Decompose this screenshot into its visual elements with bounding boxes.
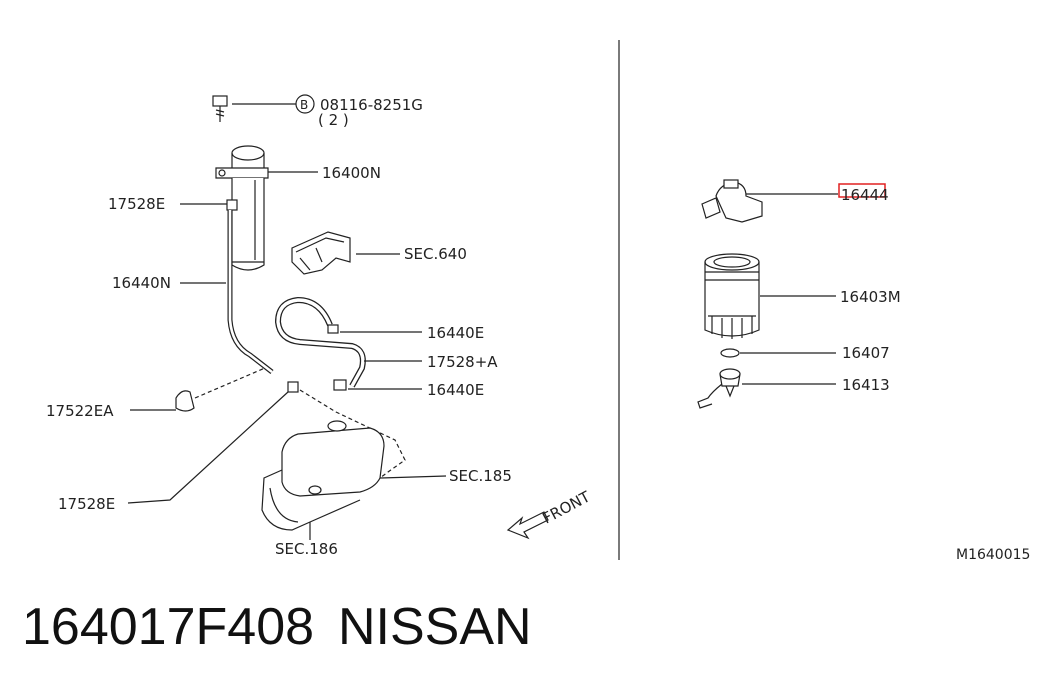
- front-label: FRONT: [539, 487, 593, 527]
- callout-labels: B 08116-8251G ( 2 ) 16400N 17528E 16440N…: [46, 96, 1030, 563]
- highlight-box: [838, 183, 886, 198]
- clamp-icon: [175, 390, 195, 412]
- part-number: 164017F408: [22, 598, 315, 656]
- bolt-symbol: B: [300, 98, 308, 112]
- clip-icon: [226, 199, 238, 211]
- callout-16440E-a: 16440E: [427, 324, 484, 342]
- callout-SEC640: SEC.640: [404, 245, 467, 263]
- callout-17528E-top: 17528E: [108, 195, 165, 213]
- callout-16407: 16407: [842, 344, 890, 362]
- callout-17528A: 17528+A: [427, 353, 498, 371]
- front-arrow-icon: [506, 511, 549, 540]
- callout-16444: 16444: [841, 186, 889, 204]
- fuel-tank-icon: [261, 420, 385, 531]
- callout-16403M: 16403M: [840, 288, 901, 306]
- bolt-symbol-circle: [295, 94, 315, 114]
- bolt-part-number: 08116-8251G: [320, 96, 423, 114]
- callout-SEC185: SEC.185: [449, 467, 512, 485]
- callout-17528E-bottom: 17528E: [58, 495, 115, 513]
- sensor-icon: [697, 368, 741, 409]
- pump-head-icon: [701, 179, 763, 223]
- filter-cartridge-icon: [704, 253, 760, 339]
- callout-16400N: 16400N: [322, 164, 381, 182]
- diagram-code: M1640015: [956, 547, 1030, 563]
- callout-16440N: 16440N: [112, 274, 171, 292]
- bracket-icon: [291, 231, 351, 275]
- clip-icon: [287, 381, 299, 393]
- bolt-quantity: ( 2 ): [318, 111, 349, 129]
- callout-SEC186: SEC.186: [275, 540, 338, 558]
- callout-16413: 16413: [842, 376, 890, 394]
- o-ring-icon: [720, 348, 740, 358]
- callout-17522EA: 17522EA: [46, 402, 114, 420]
- bolt-icon: [212, 95, 228, 122]
- brand-name: NISSAN: [338, 598, 532, 656]
- filter-housing-icon: [215, 145, 269, 271]
- callout-16440E-b: 16440E: [427, 381, 484, 399]
